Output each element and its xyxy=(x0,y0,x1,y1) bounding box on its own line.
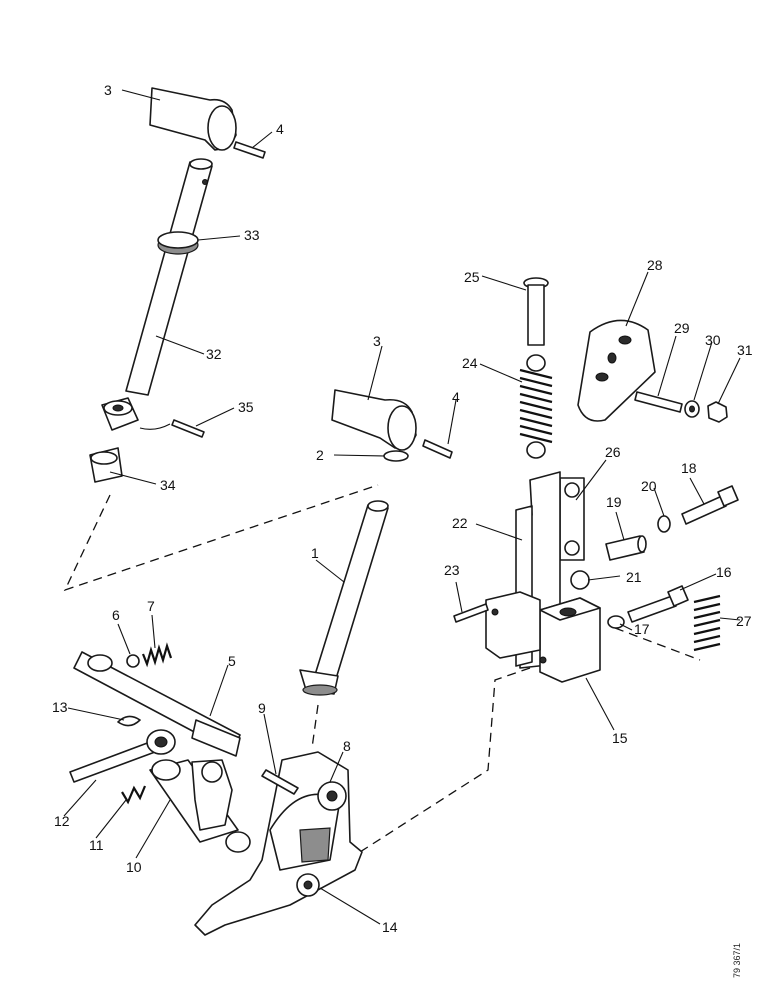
pin-23 xyxy=(453,603,489,623)
bolt-18 xyxy=(681,485,739,525)
assembly-line-15-to-14 xyxy=(359,667,531,853)
leader-lines xyxy=(63,89,741,925)
lever-handle-middle xyxy=(331,389,417,451)
label-31: 31 xyxy=(737,342,753,358)
label-17: 17 xyxy=(634,621,650,637)
vertical-shaft-1 xyxy=(299,500,389,696)
universal-joint xyxy=(89,397,171,483)
label-33: 33 xyxy=(244,227,260,243)
drawing-reference: 79 367/1 xyxy=(732,943,742,978)
label-29: 29 xyxy=(674,320,690,336)
shaft-bushing xyxy=(157,231,199,255)
label-21: 21 xyxy=(626,569,642,585)
washer-20 xyxy=(657,515,671,533)
plug-11 xyxy=(121,785,147,805)
assembly-line-34-to-1 xyxy=(63,484,379,592)
spring-24 xyxy=(519,354,553,459)
rocker-10 xyxy=(149,759,251,853)
sleeve-19 xyxy=(605,535,647,561)
washer-30 xyxy=(684,400,700,418)
spring-27 xyxy=(693,594,721,652)
housing-block-15 xyxy=(485,591,601,683)
bolt-29 xyxy=(634,391,683,413)
label-10: 10 xyxy=(126,859,142,875)
label-25: 25 xyxy=(464,269,480,285)
label-20: 20 xyxy=(641,478,657,494)
label-35: 35 xyxy=(238,399,254,415)
label-8: 8 xyxy=(343,738,351,754)
label-18: 18 xyxy=(681,460,697,476)
label-23: 23 xyxy=(444,562,460,578)
label-14: 14 xyxy=(382,919,398,935)
roller-21 xyxy=(570,570,590,590)
label-28: 28 xyxy=(647,257,663,273)
assembly-line-1-to-8 xyxy=(311,704,319,749)
label-1: 1 xyxy=(311,545,319,561)
label-34: 34 xyxy=(160,477,176,493)
ring-2 xyxy=(383,450,409,462)
label-11: 11 xyxy=(89,837,104,853)
ball-6 xyxy=(126,654,140,668)
label-22: 22 xyxy=(452,515,468,531)
pin-35 xyxy=(171,419,205,438)
label-6: 6 xyxy=(112,607,120,623)
washer-17 xyxy=(607,615,625,629)
assembly-line-17-to-27 xyxy=(614,627,701,661)
selector-fork-14 xyxy=(194,751,363,936)
label-32: 32 xyxy=(206,346,222,362)
label-24: 24 xyxy=(462,355,478,371)
label-12: 12 xyxy=(54,813,70,829)
label-3-middle: 3 xyxy=(373,333,381,349)
label-26: 26 xyxy=(605,444,621,460)
label-27: 27 xyxy=(736,613,752,629)
upper-shaft xyxy=(125,158,213,396)
label-2: 2 xyxy=(316,447,324,463)
nut-31 xyxy=(707,401,728,423)
spring-7 xyxy=(141,642,173,668)
circlip-13 xyxy=(117,715,141,727)
label-9: 9 xyxy=(258,700,266,716)
label-3-upper: 3 xyxy=(104,82,112,98)
label-15: 15 xyxy=(612,730,628,746)
label-4-middle: 4 xyxy=(452,389,460,405)
label-30: 30 xyxy=(705,332,721,348)
pin-25 xyxy=(523,277,549,346)
cam-plate-28 xyxy=(577,319,656,422)
label-13: 13 xyxy=(52,699,68,715)
link-rod-12 xyxy=(69,729,176,783)
pin-upper xyxy=(233,141,266,159)
link-26 xyxy=(559,477,585,561)
label-4-upper: 4 xyxy=(276,121,284,137)
pin-middle xyxy=(422,439,453,459)
label-5: 5 xyxy=(228,653,236,669)
label-16: 16 xyxy=(716,564,732,580)
selector-rod-5 xyxy=(73,651,241,757)
bolt-16 xyxy=(627,585,689,623)
label-19: 19 xyxy=(606,494,622,510)
lever-handle-upper xyxy=(149,87,237,151)
roll-pin-9 xyxy=(261,769,299,795)
part-labels: 3 4 33 32 35 34 3 4 2 1 6 7 5 13 9 8 12 … xyxy=(52,82,753,935)
label-7: 7 xyxy=(147,598,155,614)
